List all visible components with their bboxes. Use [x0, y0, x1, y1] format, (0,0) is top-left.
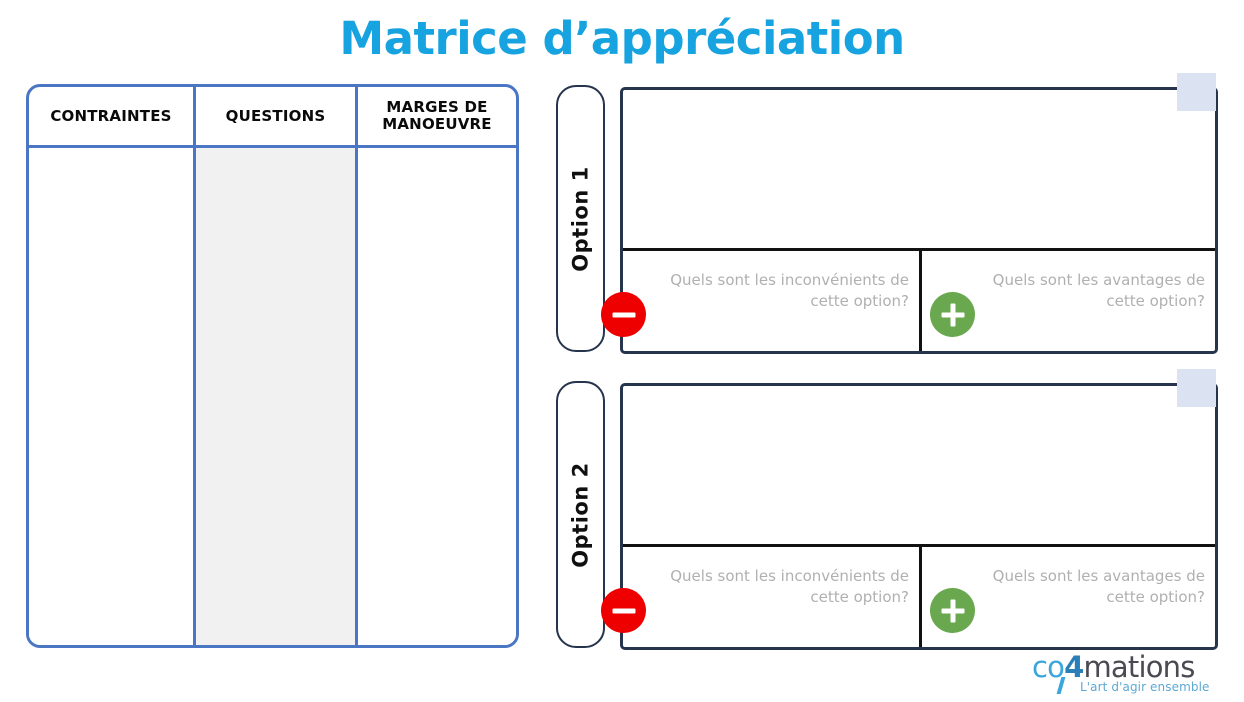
logo-part-four: 4	[1064, 650, 1084, 684]
table-header-contraintes: CONTRAINTES	[50, 106, 172, 125]
option-2-notes-area[interactable]	[623, 386, 1215, 547]
minus-circle-icon	[601, 292, 646, 337]
table-header-questions: QUESTIONS	[193, 87, 355, 145]
option-2-pros-placeholder: Quels sont les avantages de cette option…	[992, 567, 1205, 606]
minus-circle-icon	[601, 588, 646, 633]
logo-part-mations: mations	[1083, 650, 1195, 684]
option-1-pros-cell[interactable]: Quels sont les avantages de cette option…	[919, 251, 1215, 351]
option-block-1: Option 1 Quels sont les inconvénients de…	[556, 73, 1218, 357]
option-1-cons-cell[interactable]: Quels sont les inconvénients de cette op…	[601, 251, 919, 351]
table-header-row: CONTRAINTES QUESTIONS MARGES DE MANOEUVR…	[29, 87, 516, 148]
option-2-card: Quels sont les inconvénients de cette op…	[601, 383, 1218, 650]
option-block-2: Option 2 Quels sont les inconvénients de…	[556, 369, 1218, 653]
plus-bar-vertical	[950, 599, 955, 622]
page-title: Matrice d’appréciation	[339, 12, 905, 65]
plus-bar-vertical	[950, 303, 955, 326]
option-1-label: Option 1	[568, 165, 593, 272]
option-2-cons-placeholder: Quels sont les inconvénients de cette op…	[670, 567, 909, 606]
option-2-pros-cell[interactable]: Quels sont les avantages de cette option…	[919, 547, 1215, 647]
option-2-tab[interactable]: Option 2	[556, 381, 605, 648]
brand-logo: co4mations L'art d'agir ensemble	[1032, 653, 1212, 699]
option-1-pros-cons-row: Quels sont les inconvénients de cette op…	[601, 251, 1215, 351]
option-2-corner-marker	[1177, 369, 1216, 407]
table-header-marges-de-manoeuvre: MARGES DE MANOEUVRE	[355, 87, 516, 145]
option-1-cons-placeholder: Quels sont les inconvénients de cette op…	[670, 271, 909, 310]
matrix-table: CONTRAINTES QUESTIONS MARGES DE MANOEUVR…	[26, 84, 519, 648]
table-cell-contraintes[interactable]	[29, 148, 193, 645]
option-1-card: Quels sont les inconvénients de cette op…	[601, 87, 1218, 354]
table-cell-marges-de-manoeuvre[interactable]	[355, 148, 516, 645]
minus-bar	[612, 608, 635, 613]
plus-circle-icon	[930, 588, 975, 633]
logo-part-co: co	[1032, 650, 1065, 684]
plus-circle-icon	[930, 292, 975, 337]
logo-tagline: L'art d'agir ensemble	[1080, 680, 1210, 694]
option-2-label: Option 2	[568, 461, 593, 568]
table-cell-questions[interactable]	[193, 148, 355, 645]
table-body-row	[29, 148, 516, 645]
option-1-corner-marker	[1177, 73, 1216, 111]
option-2-cons-cell[interactable]: Quels sont les inconvénients de cette op…	[601, 547, 919, 647]
minus-bar	[612, 312, 635, 317]
logo-wordmark: co4mations	[1032, 653, 1195, 682]
option-1-notes-area[interactable]	[623, 90, 1215, 251]
option-1-pros-placeholder: Quels sont les avantages de cette option…	[992, 271, 1205, 310]
option-2-pros-cons-row: Quels sont les inconvénients de cette op…	[601, 547, 1215, 647]
option-1-tab[interactable]: Option 1	[556, 85, 605, 352]
